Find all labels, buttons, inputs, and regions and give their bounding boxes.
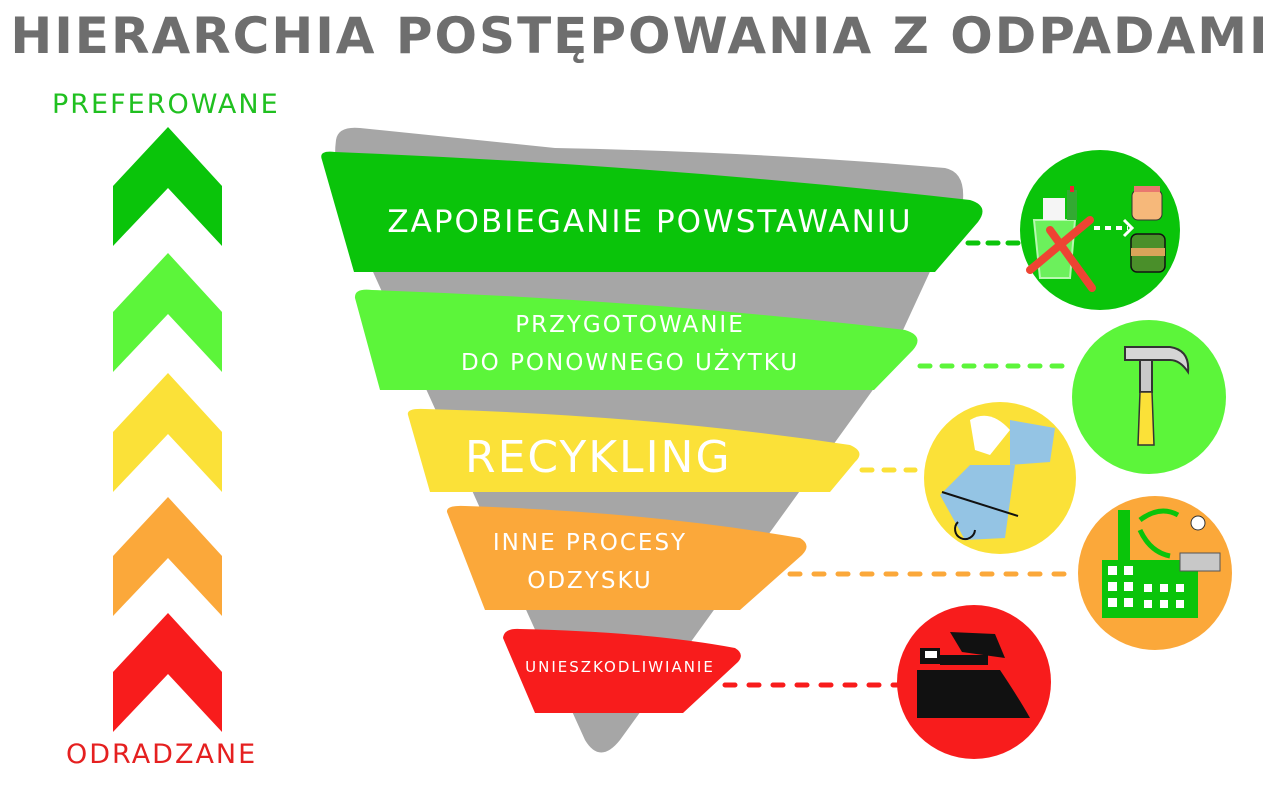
level-disposal-label: UNIESZKODLIWIANIE: [525, 658, 715, 676]
page-title: HIERARCHIA POSTĘPOWANIA Z ODPADAMI: [10, 7, 1270, 65]
level-prevention-label: ZAPOBIEGANIE POWSTAWANIU: [387, 204, 913, 240]
chevron-up-icon: [113, 253, 222, 372]
level-recovery-line2: ODZYSKU: [527, 568, 653, 594]
chevron-up-icon: [113, 373, 222, 492]
level-reuse-line2: DO PONOWNEGO UŻYTKU: [460, 350, 800, 376]
band-disposal: [503, 628, 741, 713]
hammer-icon: [1072, 320, 1226, 474]
chevron-up-icon: [113, 127, 222, 246]
band-prevention: [321, 151, 983, 272]
preferred-label: PREFEROWANE: [52, 89, 280, 120]
band-reuse: [354, 289, 918, 390]
level-reuse-label: PRZYGOTOWANIE DO PONOWNEGO UŻYTKU: [410, 306, 850, 382]
factory-energy-icon: [1078, 496, 1232, 650]
chevron-up-icon: [113, 613, 222, 732]
recycling-bin-icon: [924, 402, 1076, 554]
chevron-up-icon: [113, 497, 222, 616]
jars-reuse-icon: [1020, 150, 1180, 310]
priority-arrows: [113, 127, 222, 732]
level-reuse-line1: PRZYGOTOWANIE: [515, 312, 745, 338]
discouraged-label: ODRADZANE: [66, 739, 258, 770]
level-recovery-line1: INNE PROCESY: [492, 530, 688, 556]
band-recovery: [446, 505, 807, 610]
landfill-truck-icon: [897, 605, 1051, 759]
level-recovery-label: INNE PROCESY ODZYSKU: [470, 524, 710, 600]
level-recycling-label: RECYKLING: [465, 432, 732, 483]
band-recycling: [407, 408, 860, 492]
